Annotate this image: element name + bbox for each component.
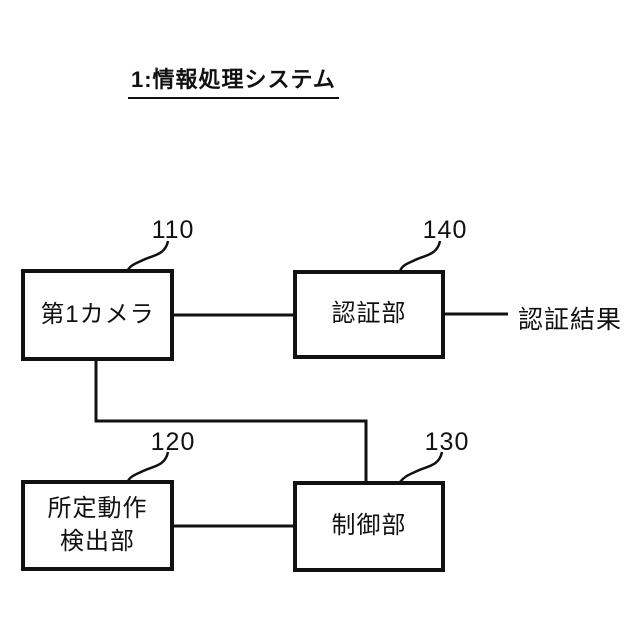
figure-title: 1:情報処理システム (128, 62, 339, 99)
ref-number-120: 120 (150, 428, 196, 456)
block-control: 制御部 (293, 481, 445, 572)
ref-number-110: 110 (151, 216, 195, 244)
block-motion-detect: 所定動作 検出部 (21, 480, 174, 571)
block-auth: 認証部 (293, 270, 445, 359)
output-label-auth-result: 認証結果 (518, 306, 623, 334)
leader-line-110 (126, 240, 170, 271)
block-camera-1: 第1カメラ (21, 269, 174, 361)
leader-line-130 (399, 451, 444, 483)
leader-line-140 (398, 240, 442, 272)
leader-line-120 (126, 451, 170, 482)
ref-number-130: 130 (424, 428, 470, 456)
ref-number-140: 140 (422, 216, 468, 244)
connector-camera-control (94, 360, 368, 482)
